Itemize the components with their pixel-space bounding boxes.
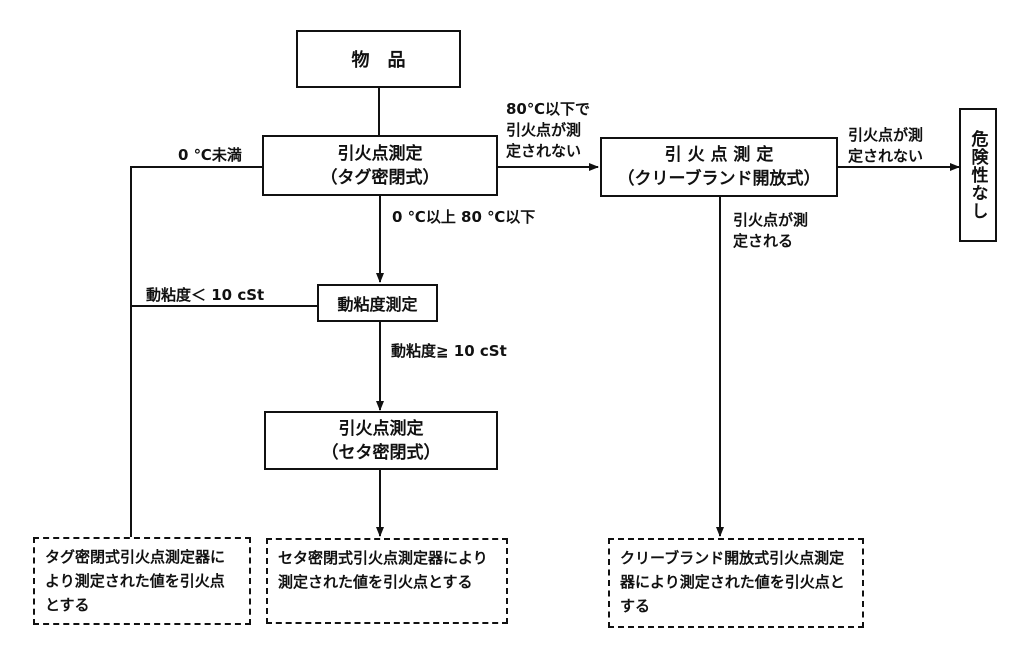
item-box: 物 品 [296,30,461,88]
result-seta-text: セタ密閉式引火点測定器により測定された値を引火点とする [278,549,488,591]
no-danger-label: 危険性なし [967,130,988,220]
tag-test-title: 引火点測定 [337,143,423,164]
result-cleveland-box: クリーブランド開放式引火点測定器により測定された値を引火点とする [608,538,864,628]
cleveland-test-title: 引 火 点 測 定 [664,145,774,165]
tag-test-method: （タグ密閉式） [320,167,440,188]
result-tag-text: タグ密閉式引火点測定器により測定された値を引火点とする [45,548,226,614]
seta-test-method: （セタ密閉式） [321,442,441,463]
item-label: 物 品 [351,50,406,71]
label-above-80-line3: 定されない [506,142,582,160]
seta-test-box: 引火点測定 （セタ密閉式） [264,411,498,470]
line-tag-below-zero [130,166,262,537]
label-zero-to-80: 0 ℃以上 80 ℃以下 [392,208,536,226]
tag-test-box: 引火点測定 （タグ密閉式） [262,135,498,196]
label-above-80-line1: 80℃以下で [506,100,591,118]
label-detected-line1: 引火点が測 [733,211,809,229]
viscosity-label: 動粘度測定 [337,295,418,314]
result-tag-box: タグ密閉式引火点測定器により測定された値を引火点とする [33,537,251,625]
cleveland-test-method: （クリーブランド開放式） [617,169,821,189]
label-detected-line2: 定される [733,232,794,250]
cleveland-test-box: 引 火 点 測 定 （クリーブランド開放式） [600,137,838,197]
result-cleveland-text: クリーブランド開放式引火点測定器により測定された値を引火点とする [620,549,845,615]
label-not-detected-line1: 引火点が測 [848,126,924,144]
seta-test-title: 引火点測定 [338,418,424,439]
result-seta-box: セタ密閉式引火点測定器により測定された値を引火点とする [266,538,508,624]
viscosity-box: 動粘度測定 [317,284,438,322]
label-not-detected-line2: 定されない [848,147,924,165]
label-below-zero: 0 ℃未満 [178,146,242,164]
label-visc-high: 動粘度≧ 10 cSt [391,342,507,360]
label-above-80-line2: 引火点が測 [506,121,582,139]
no-danger-box: 危険性なし [959,108,997,242]
label-visc-low: 動粘度＜ 10 cSt [146,286,265,304]
